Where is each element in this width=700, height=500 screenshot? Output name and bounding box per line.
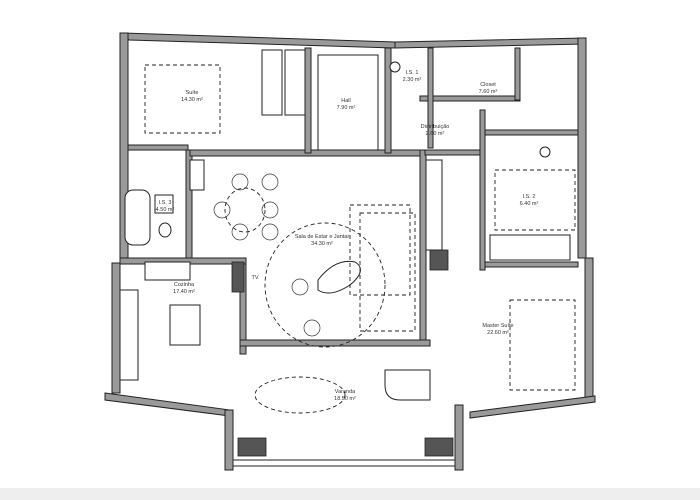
room-label-is2: I.S. 2 xyxy=(523,194,536,200)
room-area-master-suite: 22.60 m² xyxy=(487,330,509,336)
room-area-hall: 7.90 m² xyxy=(337,105,356,111)
room-label-suite: Suíte xyxy=(186,90,199,96)
room-area-is3: 4.50 m² xyxy=(156,207,175,213)
room-label-sala: Sala de Estar e Jantar xyxy=(295,234,350,240)
dining-table xyxy=(213,173,279,241)
room-area-varanda: 18.50 m² xyxy=(334,396,356,402)
interior-walls xyxy=(119,47,579,355)
room-labels: Suíte 14.30 m² Hall 7.90 m² I.S. 1 2.30 … xyxy=(156,70,539,402)
room-area-closet: 7.60 m² xyxy=(479,89,498,95)
tv-label: TV xyxy=(251,275,258,281)
room-label-distribuicao: Distribuição xyxy=(421,124,450,130)
room-area-suite: 14.30 m² xyxy=(181,97,203,103)
room-label-varanda: Varanda xyxy=(335,389,356,395)
room-label-master-suite: Master Suíte xyxy=(482,323,513,329)
bottom-strip xyxy=(0,488,700,500)
room-area-cozinha: 17.40 m² xyxy=(173,289,195,295)
furniture xyxy=(119,49,576,457)
room-area-distribuicao: 2.60 m² xyxy=(426,131,445,137)
room-area-is1: 2.30 m² xyxy=(403,77,422,83)
room-area-is2: 6.40 m² xyxy=(520,201,539,207)
room-label-cozinha: Cozinha xyxy=(174,282,195,288)
room-label-hall: Hall xyxy=(341,98,350,104)
room-label-is1: I.S. 1 xyxy=(406,70,419,76)
exterior-walls xyxy=(104,32,596,471)
room-label-is3: I.S. 3 xyxy=(159,200,172,206)
room-label-closet: Closet xyxy=(480,82,496,88)
room-area-sala: 34.30 m² xyxy=(311,241,333,247)
